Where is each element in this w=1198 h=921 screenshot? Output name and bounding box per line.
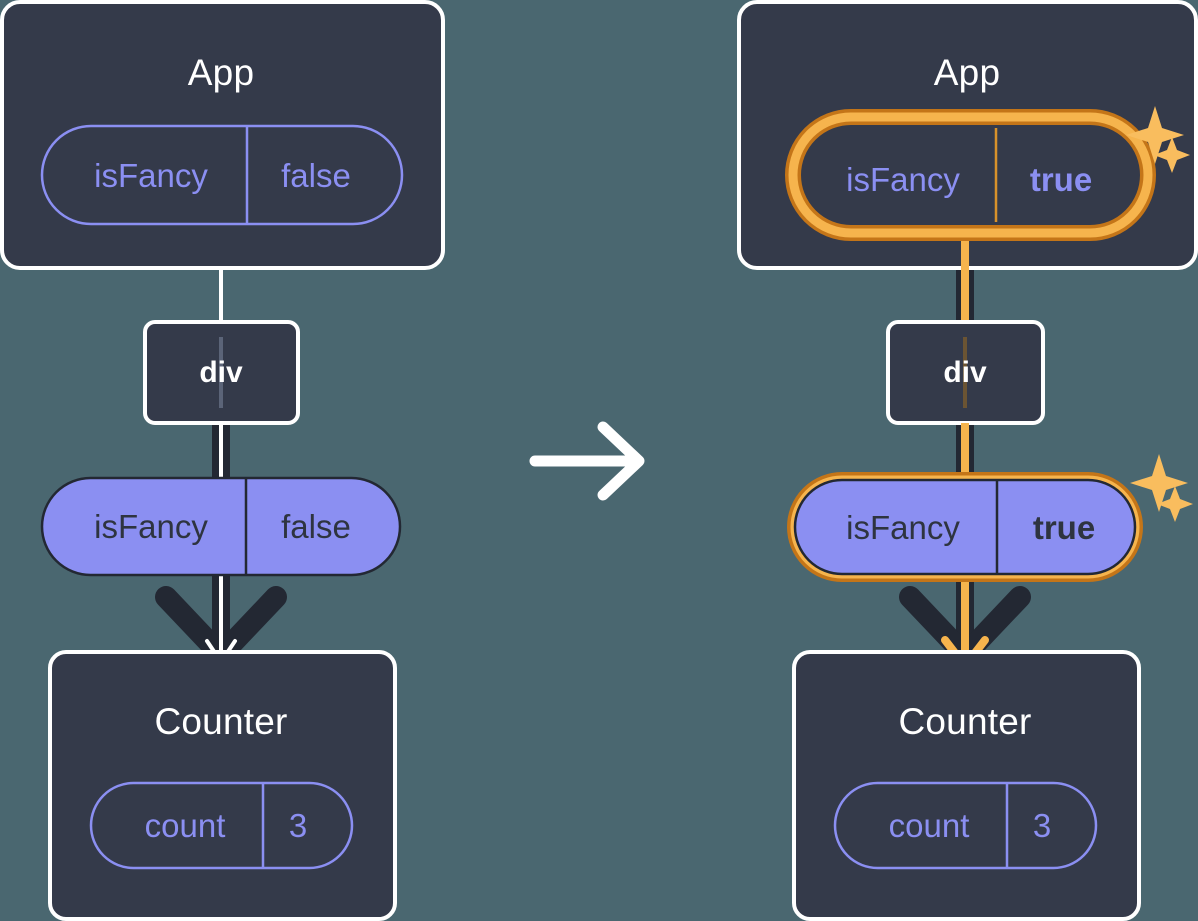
sparkle-small-icon: [1157, 486, 1193, 522]
right-arrow-icon: [529, 421, 645, 501]
right-app-state-highlight-inner: [788, 112, 1153, 238]
right-counter-state-pill: [833, 781, 1098, 870]
right-prop-pill: [793, 478, 1137, 576]
right-counter-panel: [792, 650, 1141, 921]
sparkle-icon-app: [1126, 106, 1190, 173]
left-counter-panel: [48, 650, 397, 921]
sparkle-small-icon: [1154, 137, 1190, 173]
sparkle-icon-prop: [1130, 454, 1193, 522]
sparkle-large-icon: [1126, 106, 1184, 164]
left-app-state-pill: [40, 124, 404, 226]
left-prop-pill: [40, 476, 402, 577]
left-counter-state-pill: [89, 781, 354, 870]
sparkle-large-icon: [1130, 454, 1188, 512]
